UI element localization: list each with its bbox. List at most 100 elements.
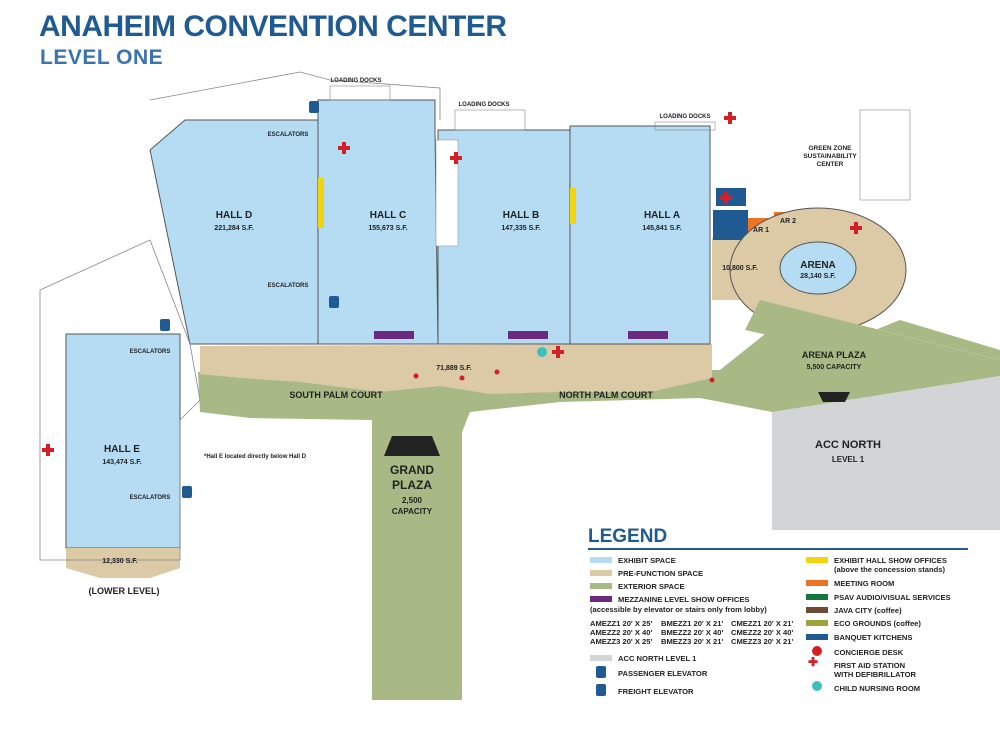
show-office-a [570, 188, 576, 224]
mezzanine-b [508, 331, 548, 339]
concierge-desk-2[interactable] [459, 375, 465, 381]
elevator-icon[interactable] [160, 319, 170, 331]
legend-banquet-swatch [806, 634, 828, 640]
legend-nursing: CHILD NURSING ROOM [834, 684, 921, 693]
hall-a-label: HALL A [644, 210, 680, 221]
escalators-label: ESCALATORS [130, 349, 171, 355]
hall-b-area-label: 147,335 S.F. [501, 225, 540, 232]
arena-area-label: 28,140 S.F. [800, 273, 835, 280]
legend-cmezz1: CMEZZ1 20' X 21' [731, 619, 794, 628]
escalators-label: ESCALATORS [130, 495, 171, 501]
escalators-label: ESCALATORS [268, 283, 309, 289]
legend-exterior-swatch [590, 583, 612, 589]
arena-plaza-capacity: 5,500 CAPACITY [807, 364, 862, 371]
elevator-icon[interactable] [182, 486, 192, 498]
acc-north-area[interactable] [772, 376, 1000, 530]
legend-meeting-room: MEETING ROOM [834, 579, 895, 588]
hall-b-label: HALL B [503, 210, 539, 221]
grand-plaza-label-1: GRAND [390, 463, 434, 477]
green-zone-label: SUSTAINABILITY [803, 153, 857, 160]
hall-c-area-label: 155,673 S.F. [368, 225, 407, 232]
legend-eco: ECO GROUNDS (coffee) [834, 619, 921, 628]
legend-freight-elevator: FREIGHT ELEVATOR [618, 687, 694, 696]
legend-exhibit: EXHIBIT SPACE [618, 556, 676, 565]
legend-acc-north: ACC NORTH LEVEL 1 [618, 654, 697, 663]
legend-mezzanine-note: (accessible by elevator or stairs only f… [590, 605, 767, 614]
legend-concierge: CONCIERGE DESK [834, 648, 904, 657]
hall-e-lobby[interactable] [66, 548, 180, 578]
elevator-icon[interactable] [309, 101, 319, 113]
legend-amezz1: AMEZZ1 20' X 25' [590, 619, 653, 628]
loading-docks-label: LOADING DOCKS [331, 78, 382, 84]
freight-elevator-icon [596, 684, 606, 696]
legend-psav-swatch [806, 594, 828, 600]
hall-e-label: HALL E [104, 444, 140, 455]
acc-north-level: LEVEL 1 [832, 455, 865, 464]
legend-amezz3: AMEZZ3 20' X 25' [590, 637, 653, 646]
legend-concierge-dot [812, 646, 822, 656]
arena-plaza-label: ARENA PLAZA [802, 350, 867, 360]
legend-exterior: EXTERIOR SPACE [618, 582, 685, 591]
legend-amezz2: AMEZZ2 20' X 40' [590, 628, 653, 637]
first-aid-icon: ✚ [808, 655, 819, 669]
hall-d-label: HALL D [216, 210, 252, 221]
hall-c-label: HALL C [370, 210, 406, 221]
arena-floor[interactable] [779, 241, 857, 295]
legend-meeting-room-swatch [806, 580, 828, 586]
legend-prefunction: PRE-FUNCTION SPACE [618, 569, 704, 578]
legend-show-office: EXHIBIT HALL SHOW OFFICES [834, 556, 947, 565]
hall-d-area-label: 221,284 S.F. [214, 225, 253, 232]
prefunction-space[interactable] [200, 344, 712, 394]
legend-mezzanine-swatch [590, 596, 612, 602]
concierge-desk-3[interactable] [494, 369, 500, 375]
legend-first-aid-note: WITH DEFIBRILLATOR [834, 670, 916, 679]
page-subtitle: LEVEL ONE [40, 46, 164, 69]
lower-level-label: (LOWER LEVEL) [89, 586, 160, 596]
hall-e-note: *Hall E located directly below Hall D [204, 454, 307, 460]
passenger-elevator-icon [596, 666, 606, 678]
grand-plaza-capacity-label: CAPACITY [392, 507, 433, 516]
legend-exhibit-swatch [590, 557, 612, 563]
ar2-label: AR 2 [780, 218, 796, 225]
page-title: ANAHEIM CONVENTION CENTER [39, 10, 507, 43]
legend-bmezz3: BMEZZ3 20' X 21' [661, 637, 724, 646]
legend-bmezz2: BMEZZ2 20' X 40' [661, 628, 724, 637]
concierge-desk-1[interactable] [413, 373, 419, 379]
hall-e-area-label: 143,474 S.F. [102, 459, 141, 466]
hall-e-area[interactable] [65, 333, 181, 549]
exterior-space[interactable] [198, 300, 1000, 700]
legend-title: LEGEND [588, 526, 668, 547]
legend-java: JAVA CITY (coffee) [834, 606, 902, 615]
legend-bmezz1: BMEZZ1 20' X 21' [661, 619, 724, 628]
south-palm-court-label: SOUTH PALM COURT [289, 390, 383, 400]
legend-java-swatch [806, 607, 828, 613]
elevator-icon[interactable] [329, 296, 339, 308]
hall-a-area-label: 145,841 S.F. [642, 225, 681, 232]
legend-show-office-swatch [806, 557, 828, 563]
legend-divider [588, 548, 968, 550]
concierge-desk-4[interactable] [709, 377, 715, 383]
grand-plaza-label-2: PLAZA [392, 478, 432, 492]
legend-cmezz2: CMEZZ2 20' X 40' [731, 628, 794, 637]
ar1-label: AR 1 [753, 227, 769, 234]
acc-north-label: ACC NORTH [815, 439, 881, 451]
legend-banquet: BANQUET KITCHENS [834, 633, 913, 642]
green-zone-label: CENTER [817, 161, 844, 168]
escalators-label: ESCALATORS [268, 132, 309, 138]
grand-plaza-capacity: 2,500 [402, 496, 423, 505]
green-zone-label: GREEN ZONE [809, 145, 853, 152]
loading-docks-label: LOADING DOCKS [459, 102, 510, 108]
legend-psav: PSAV AUDIO/VISUAL SERVICES [834, 593, 951, 602]
legend-cmezz3: CMEZZ3 20' X 21' [731, 637, 794, 646]
hall-d-area[interactable] [149, 119, 319, 345]
first-aid-icon[interactable] [42, 112, 862, 456]
north-palm-court-label: NORTH PALM COURT [559, 390, 653, 400]
child-nursing-room[interactable] [537, 347, 547, 357]
banquet-kitchen [713, 210, 748, 240]
hall-a-area[interactable] [569, 125, 711, 345]
legend-nursing-dot [812, 681, 822, 691]
legend-passenger-elevator: PASSENGER ELEVATOR [618, 669, 708, 678]
legend-first-aid: FIRST AID STATION [834, 661, 906, 670]
show-office-c [318, 178, 324, 228]
